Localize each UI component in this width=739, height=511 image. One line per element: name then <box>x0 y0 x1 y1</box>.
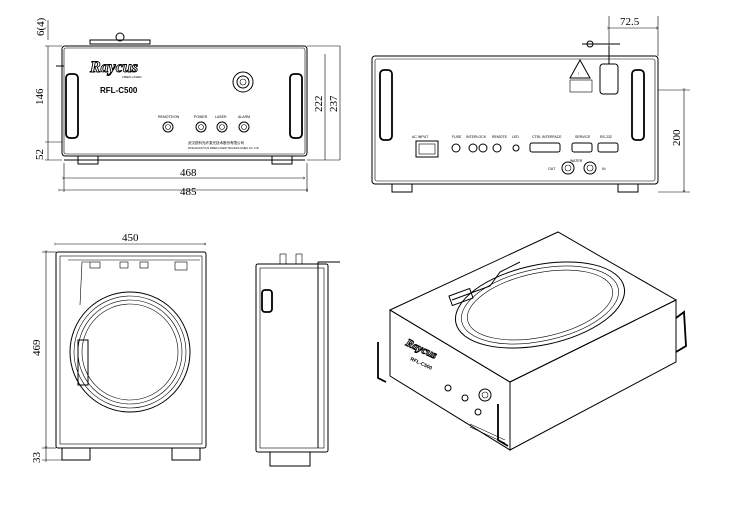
front-footer-en: WUHAN RAYCUS FIBER LASER TECHNOLOGIES CO… <box>188 146 259 150</box>
dim-top-width: 450 <box>122 232 139 244</box>
iso-view: Raycus RFL-C500 <box>377 231 687 451</box>
dim-left-lower: 52 <box>34 149 46 160</box>
rear-label-ctrl: CTRL INTERFACE <box>532 135 562 139</box>
dim-top-handle: 6(4) <box>35 17 47 36</box>
front-button-label-alarm: ALARM <box>238 115 250 119</box>
front-button-label-power: POWER <box>194 115 208 119</box>
dim-width-inner: 468 <box>180 167 197 179</box>
front-model-label: RFL-C500 <box>100 86 138 95</box>
front-view: Raycus FIBER LASER RFL-C500 REMOTE/ON PO… <box>34 17 341 198</box>
front-button-label-laser: LASER <box>215 115 227 119</box>
rear-label-remote: REMOTE <box>492 135 508 139</box>
svg-text:!: ! <box>578 72 579 76</box>
rear-label-service: SERVICE <box>575 135 591 139</box>
dim-rear-top: 72.5 <box>620 16 640 28</box>
rear-water-out: OUT <box>548 167 556 171</box>
side-view <box>255 253 340 467</box>
dim-rear-right: 200 <box>671 129 683 146</box>
dim-top-height: 469 <box>31 339 43 356</box>
dim-right-inner: 222 <box>313 96 325 113</box>
rear-label-rs232: RS-232 <box>600 135 612 139</box>
rear-water-in: IN <box>602 167 606 171</box>
dim-width-outer: 485 <box>180 186 197 198</box>
rear-label-interlock: INTERLOCK <box>466 135 487 139</box>
front-brand-sub: FIBER LASER <box>122 75 142 79</box>
rear-view: ! AC INPUT FUSE INTERLOCK REMOTE LED CTR… <box>371 16 690 193</box>
dim-right-outer: 237 <box>328 95 340 112</box>
dim-top-bottom: 33 <box>31 452 43 464</box>
front-footer-cn: 武汉锐科光纤激光技术股份有限公司 <box>188 140 244 145</box>
rear-label-led: LED <box>512 135 519 139</box>
dim-left-upper: 146 <box>34 88 46 105</box>
top-view: 450 469 33 <box>31 232 207 464</box>
rear-label-ac-input: AC INPUT <box>412 135 429 139</box>
rear-water-label: WATER <box>570 159 583 163</box>
front-brand-logo: Raycus <box>89 59 138 76</box>
rear-label-fuse: FUSE <box>452 135 462 139</box>
iso-brand-logo: Raycus <box>403 336 439 361</box>
front-button-label-remote: REMOTE/ON <box>158 115 180 119</box>
